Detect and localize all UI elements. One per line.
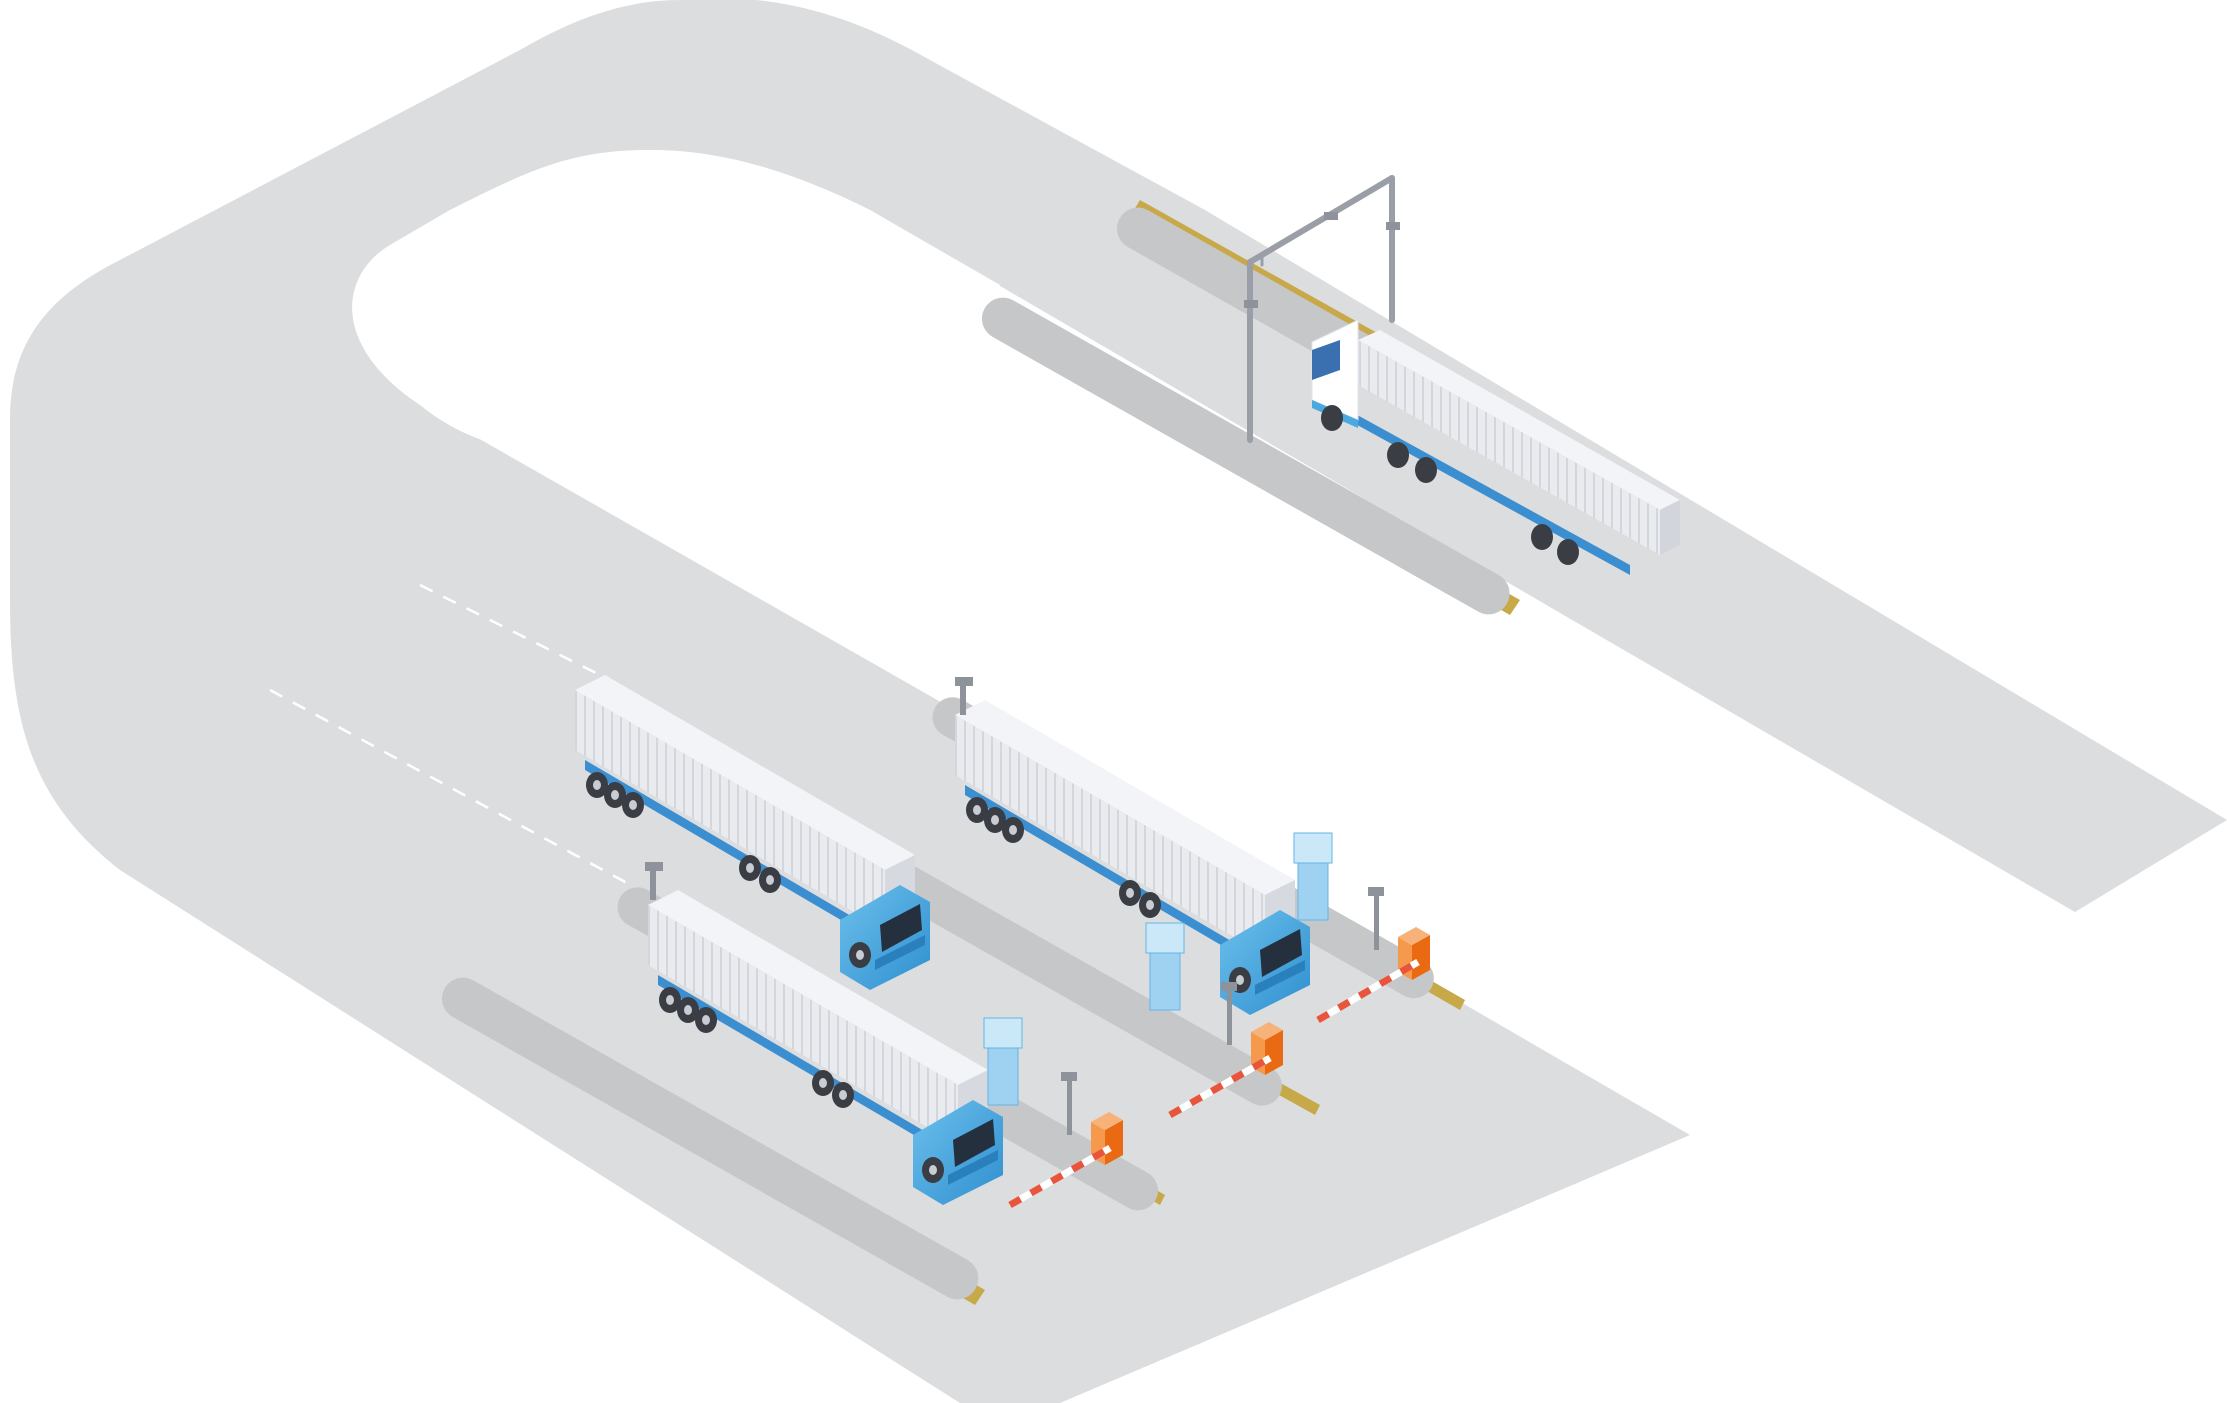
gate-lane-2-barrier-box-top: [1251, 1022, 1283, 1040]
truck-lane-1-hub-5: [839, 1090, 847, 1100]
truck-lane-3: [955, 700, 1310, 1015]
truck-lane-1-container-side: [648, 905, 958, 1145]
gate-lane-2-barrier-box-front: [1265, 1030, 1283, 1075]
entry-cameras: [645, 677, 973, 900]
lane-dash-1: [419, 583, 601, 677]
gate-lane-1: [983, 1017, 1123, 1209]
truck-top-chassis: [1330, 400, 1630, 575]
entry-camera-lane-3-icon: [955, 677, 973, 715]
truck-lane-1-hub-6: [929, 1165, 937, 1175]
truck-top-wheels: [1321, 405, 1579, 565]
gate-lane-2-arm-stripes: [1168, 1054, 1272, 1119]
lane-dash-2: [269, 688, 641, 892]
truck-lane-2-grille: [875, 935, 925, 970]
truck-lane-1-hub-1: [666, 995, 674, 1005]
gate-lane-3: [1293, 832, 1430, 1024]
truck-lane-1-windshield: [953, 1119, 995, 1167]
truck-lane-3-hub-6: [1236, 975, 1244, 985]
truck-lane-1-hub-3: [702, 1015, 710, 1025]
truck-lane-2-hub-1: [593, 780, 601, 790]
truck-lane-2-windshield: [880, 904, 922, 952]
truck-lane-3-container-roof: [955, 700, 1295, 895]
gate-lane-3-barrier-box-top: [1398, 927, 1430, 945]
truck-lane-1-chassis: [658, 975, 948, 1155]
truck-lane-1-container-roof: [648, 890, 988, 1085]
gate-lane-1-kiosk-screen: [983, 1017, 1023, 1049]
truck-lane-3-hub-2: [991, 815, 999, 825]
truck-lane-3-grille: [1255, 960, 1305, 995]
truck-lane-1-hub-2: [684, 1005, 692, 1015]
gate-lane-1-arm-stripes: [1008, 1144, 1112, 1209]
truck-lane-1-hub-4: [819, 1078, 827, 1088]
gate-lane-1-post: [1067, 1080, 1072, 1135]
truck-lane-3-windshield: [1260, 929, 1302, 977]
island-top-2: [981, 297, 1520, 615]
truck-lane-2-hub-6: [856, 950, 864, 960]
gate-equipment: [983, 832, 1430, 1209]
gate-lane-3-post: [1374, 895, 1379, 950]
gate-lane-2-post: [1227, 990, 1232, 1045]
truck-top: [1311, 319, 1680, 575]
truck-lane-3-hub-4: [1126, 888, 1134, 898]
gate-lane-2-kiosk-screen: [1145, 922, 1185, 954]
truck-lane-2-hub-5: [766, 875, 774, 885]
truck-lane-1-grille: [948, 1150, 998, 1185]
truck-top-trailer-back: [1660, 500, 1680, 555]
gantry-camera-icon: [1244, 212, 1400, 308]
truck-lane-3-hub-1: [973, 805, 981, 815]
gate-lane-2-camera-icon: [1221, 982, 1237, 991]
gate-lane-3-barrier-box-front: [1412, 935, 1430, 980]
truck-lane-2-hub-4: [746, 863, 754, 873]
gate-lane-3-kiosk-screen: [1293, 832, 1333, 864]
inner-grass: [352, 150, 1000, 456]
truck-lane-2-chassis: [585, 760, 875, 940]
island-lane-left: [441, 977, 985, 1305]
truck-lane-2-container-roof: [575, 675, 915, 870]
truck-top-trailer-side: [1358, 340, 1660, 555]
truck-top-trailer-roof: [1358, 330, 1680, 510]
truck-lane-1: [648, 890, 1003, 1205]
truck-lane-3-chassis: [965, 785, 1255, 965]
gate-lane-2: [1145, 922, 1283, 1119]
gate-lane-3-camera-icon: [1368, 887, 1384, 896]
gate-lane-1-camera-icon: [1061, 1072, 1077, 1081]
gate-lane-1-barrier-box-top: [1091, 1112, 1123, 1130]
truck-lane-2-hub-3: [629, 800, 637, 810]
gate-lane-1-barrier-box-front: [1105, 1120, 1123, 1165]
truck-lane-3-container-side: [955, 715, 1265, 955]
truck-lane-3-hub-3: [1009, 825, 1017, 835]
gate-lane-3-arm-stripes: [1316, 958, 1420, 1024]
entry-camera-lane-1-icon: [645, 862, 663, 900]
truck-lane-2-container-side: [575, 690, 885, 930]
overhead-camera-gantry: [1244, 175, 1400, 443]
truck-lane-2-hub-2: [611, 790, 619, 800]
truck-lane-2: [575, 675, 930, 990]
truck-lane-3-hub-5: [1146, 900, 1154, 910]
lane-trucks: [575, 675, 1310, 1205]
